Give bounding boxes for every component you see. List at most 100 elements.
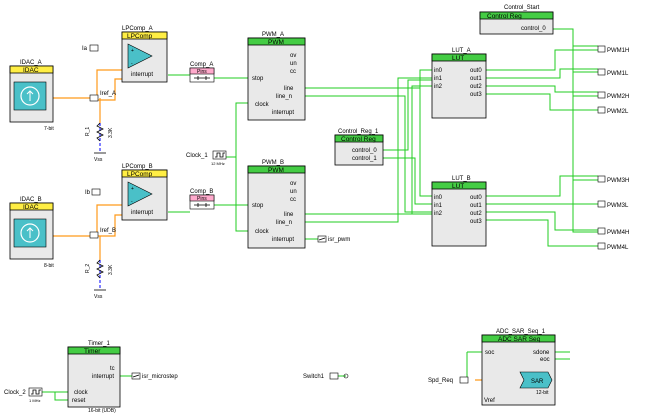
adc-bits: 12-bit [536,390,549,396]
control-reg-1-header: Control Reg [341,136,376,143]
pwm-a-block[interactable]: PWM_A PWM stop clock ov un cc line line_… [247,32,306,121]
comp-a-pins[interactable]: Comp_A Pins [189,62,215,83]
pwm-a-instance: PWM_A [262,32,284,38]
idac-a-header: IDAC [23,67,39,74]
output-pin-pwm3h[interactable]: PWM3H [597,175,629,184]
timer-1-header: Timer [84,348,101,355]
iref-a-terminal [89,94,99,102]
output-label-pwm2h: PWM2H [607,94,629,100]
pwm-b-ov: ov [290,181,296,187]
svg-text:-: - [131,199,133,205]
isr-pwm[interactable]: isr_pwm [317,235,350,243]
lpcomp-b-block[interactable]: LPComp_B LPComp + - interrupt [121,164,168,221]
output-label-pwm4h: PWM4H [607,230,629,236]
ia-terminal [89,44,99,52]
resistor-r1[interactable]: R_1 3.3K [85,122,114,142]
control-start-header: Control Reg [487,13,522,20]
idac-b-bits: 8-bit [44,263,54,269]
lut-b-out0: out0 [470,195,482,201]
idac-a-ia-label: Ia [82,46,88,52]
pwm-a-line-n: line_n [276,94,292,100]
ib-terminal [91,188,101,196]
lut-a-out3: out3 [470,92,482,98]
comp-a-instance: Comp_A [190,62,213,68]
pwm-b-stop: stop [252,203,264,209]
adc-sdone: sdone [533,350,550,356]
lut-b-instance: LUT_B [452,176,471,182]
lut-a-in1: in1 [434,76,443,82]
clock-2[interactable]: Clock_2 1 MHz [4,387,43,403]
lut-a-instance: LUT_A [452,48,471,54]
lpcomp-a-header: LPComp [127,33,153,40]
clock-1-freq: 12 MHz [211,161,225,166]
output-pin-pwm1h[interactable]: PWM1H [597,45,629,54]
control-start-port: control_0 [521,26,546,32]
timer-1-clock: clock [74,390,89,396]
lut-b-in2: in2 [434,211,443,217]
comparator-a-icon [127,43,153,69]
pwm-a-clock: clock [255,102,270,108]
pwm-a-header: PWM [268,39,284,46]
output-pin-pwm2l[interactable]: PWM2L [597,106,629,115]
control-start-instance: Control_Start [504,5,540,11]
pwm-b-un: un [290,189,297,195]
spd-req-label: Spd_Req [428,378,453,384]
output-label-pwm4l: PWM4L [607,245,629,251]
digital-wires [42,28,598,401]
svg-text:+: + [131,48,134,54]
isr-microstep[interactable]: isr_microstep [131,372,178,380]
iref-b-label: Iref_B [100,228,116,234]
comp-b-header: Pins [197,196,207,202]
adc-eoc: eoc [540,357,550,363]
output-label-pwm1l: PWM1L [607,71,629,77]
adc-sar-seq-block[interactable]: ADC_SAR_Seq_1 ADC SAR Seq soc sdone eoc … [481,329,556,406]
idac-a-instance: IDAC_A [20,60,42,66]
lpcomp-a-instance: LPComp_A [122,26,153,32]
output-label-pwm2l: PWM2L [607,109,629,115]
r2-value: 3.3K [108,264,114,275]
control-start-block[interactable]: Control_Start Control Reg control_0 [479,5,554,35]
isr-pwm-label: isr_pwm [328,237,350,243]
switch1[interactable]: Switch1 [303,372,349,380]
lpcomp-a-block[interactable]: LPComp_A LPComp + - interrupt [121,26,168,83]
clock-1[interactable]: Clock_1 12 MHz [186,150,227,166]
output-pin-pwm4l[interactable]: PWM4L [597,242,629,251]
lut-a-out1: out1 [470,76,482,82]
lut-b-block[interactable]: LUT_B LUT in0 in1 in2 out0 out1 out2 out… [431,176,487,247]
comp-b-pins[interactable]: Comp_B Pins [189,189,215,210]
control-reg-1-port-1: control_1 [352,156,377,162]
lpcomp-b-interrupt: interrupt [131,210,153,216]
adc-vref: Vref [484,398,495,404]
switch1-label: Switch1 [303,374,325,380]
comp-b-instance: Comp_B [190,189,213,195]
output-pin-pwm2h[interactable]: PWM2H [597,91,629,100]
pwm-b-block[interactable]: PWM_B PWM stop clock ov un cc line line_… [247,160,306,249]
pwm-a-line: line [284,86,294,92]
pwm-b-line-n: line_n [276,220,292,226]
comp-a-header: Pins [197,69,207,75]
pwm-b-interrupt: interrupt [272,237,294,243]
resistor-r2[interactable]: R_2 3.3K [85,259,114,279]
output-pin-pwm1l[interactable]: PWM1L [597,68,629,77]
r2-name: R_2 [85,264,91,273]
pwm-b-cc: cc [290,197,296,203]
lut-a-block[interactable]: LUT_A LUT in0 in1 in2 out0 out1 out2 out… [431,48,487,119]
adc-header: ADC SAR Seq [498,336,541,343]
timer-1-block[interactable]: Timer_1 Timer tc interrupt clock reset 1… [67,341,121,414]
idac-a-block[interactable]: IDAC_A IDAC 7-bit [9,60,54,132]
lut-a-in0: in0 [434,68,443,74]
timer-1-tc: tc [110,366,115,372]
lut-b-in0: in0 [434,195,443,201]
timer-1-interrupt: interrupt [92,374,114,380]
lut-b-header: LUT [452,183,464,190]
idac-b-block[interactable]: IDAC_B IDAC 8-bit [9,197,54,269]
output-pin-pwm3l[interactable]: PWM3L [597,200,629,209]
spd-req-pin[interactable]: Spd_Req [428,376,469,384]
timer-1-instance: Timer_1 [88,341,110,347]
adc-soc: soc [485,350,494,356]
timer-1-footer: 16-bit (UDB) [88,408,116,414]
output-pin-pwm4h[interactable]: PWM4H [597,227,629,236]
idac-b-instance: IDAC_B [20,197,42,203]
control-reg-1-block[interactable]: Control_Reg_1 Control Reg control_0 cont… [334,129,384,166]
